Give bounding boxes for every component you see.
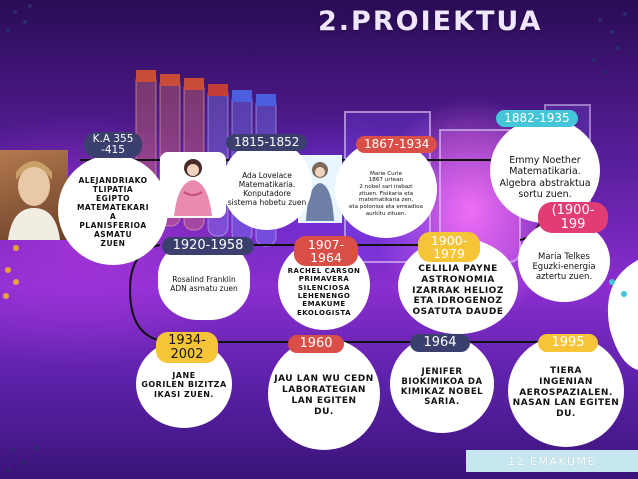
card-hypatia-text: ALEJANDRIAKO TLIPATIA EGIPTO MATEMATEKAR…: [76, 176, 150, 248]
ada-illustration-icon: [174, 159, 212, 216]
card-emmy-noether-text: Emmy Noether Matematikaria. Algebra abst…: [499, 154, 591, 200]
card-tiera-text: TIERA INGENIAN AEROSPAZIALEN. NASAN LAN …: [512, 366, 620, 420]
tag-marie-curie: 1867-1934: [356, 136, 438, 153]
tag-jenifer: 1964: [410, 334, 470, 352]
footer-label: 12 EMAKUME: [508, 454, 596, 468]
card-marie-curie-text: Marie Curie 1867 urtean 2 nobel sari ira…: [348, 170, 423, 217]
card-jenifer: JENIFER BIOKIMIKOA DA KIMIKAZ NOBEL SARI…: [390, 335, 494, 433]
tag-jau-lan-wu: 1960: [288, 335, 344, 353]
card-jau-lan-wu-text: JAU LAN WU CEDN LABORATEGIAN LAN EGITEN …: [274, 374, 374, 417]
hypatia-painting-icon: [8, 161, 60, 240]
card-jau-lan-wu: JAU LAN WU CEDN LABORATEGIAN LAN EGITEN …: [268, 338, 380, 450]
card-rachel-carson: RACHEL CARSON PRIMAVERA SILENCIOSA LEHEN…: [278, 240, 370, 330]
tag-ada-lovelace: 1815-1852: [226, 134, 308, 151]
card-rosalind-franklin-text: Rosalind Franklin ADN asmatu zuen: [170, 275, 238, 293]
card-hypatia: ALEJANDRIAKO TLIPATIA EGIPTO MATEMATEKAR…: [58, 155, 168, 265]
card-tiera: TIERA INGENIAN AEROSPAZIALEN. NASAN LAN …: [508, 335, 624, 447]
card-maria-telkes-text: Maria Telkes Eguzki-energia aztertu zuen…: [532, 251, 596, 283]
tag-tiera: 1995: [538, 334, 598, 352]
tag-emmy-noether: 1882-1935: [496, 110, 578, 127]
card-rachel-carson-text: RACHEL CARSON PRIMAVERA SILENCIOSA LEHEN…: [287, 266, 361, 317]
footer-bar: 12 EMAKUME: [466, 450, 638, 472]
tag-hypatia: K.A 355 -415: [84, 132, 142, 159]
card-jane-goodall-text: JANE GORILEN BIZITZA IKASI ZUEN.: [141, 370, 227, 399]
tag-rosalind-franklin: 1920-1958: [162, 237, 254, 255]
card-marie-curie: Marie Curie 1867 urtean 2 nobel sari ira…: [335, 140, 437, 238]
page-title: 2.PROIEKTUA: [318, 6, 543, 37]
tag-jane-goodall: 1934- 2002: [156, 332, 218, 364]
tag-rachel-carson: 1907- 1964: [294, 236, 358, 267]
tag-maria-telkes: (1900- 199: [538, 202, 608, 234]
card-cecilia-payne-text: CELILIA PAYNE ASTRONOMIA IZARRAK HELIOZ …: [412, 264, 504, 318]
card-maria-telkes: Maria Telkes Eguzki-energia aztertu zuen…: [518, 220, 610, 302]
card-ada-lovelace: Ada Lovelace Matematikaria. Konputadore …: [222, 140, 312, 230]
tag-cecilia-payne: 1900- 1979: [418, 232, 480, 263]
portrait-ada-lovelace: [160, 152, 226, 218]
portrait-hypatia: [0, 150, 68, 240]
card-jenifer-text: JENIFER BIOKIMIKOA DA KIMIKAZ NOBEL SARI…: [400, 366, 484, 408]
card-ada-lovelace-text: Ada Lovelace Matematikaria. Konputadore …: [227, 171, 307, 207]
